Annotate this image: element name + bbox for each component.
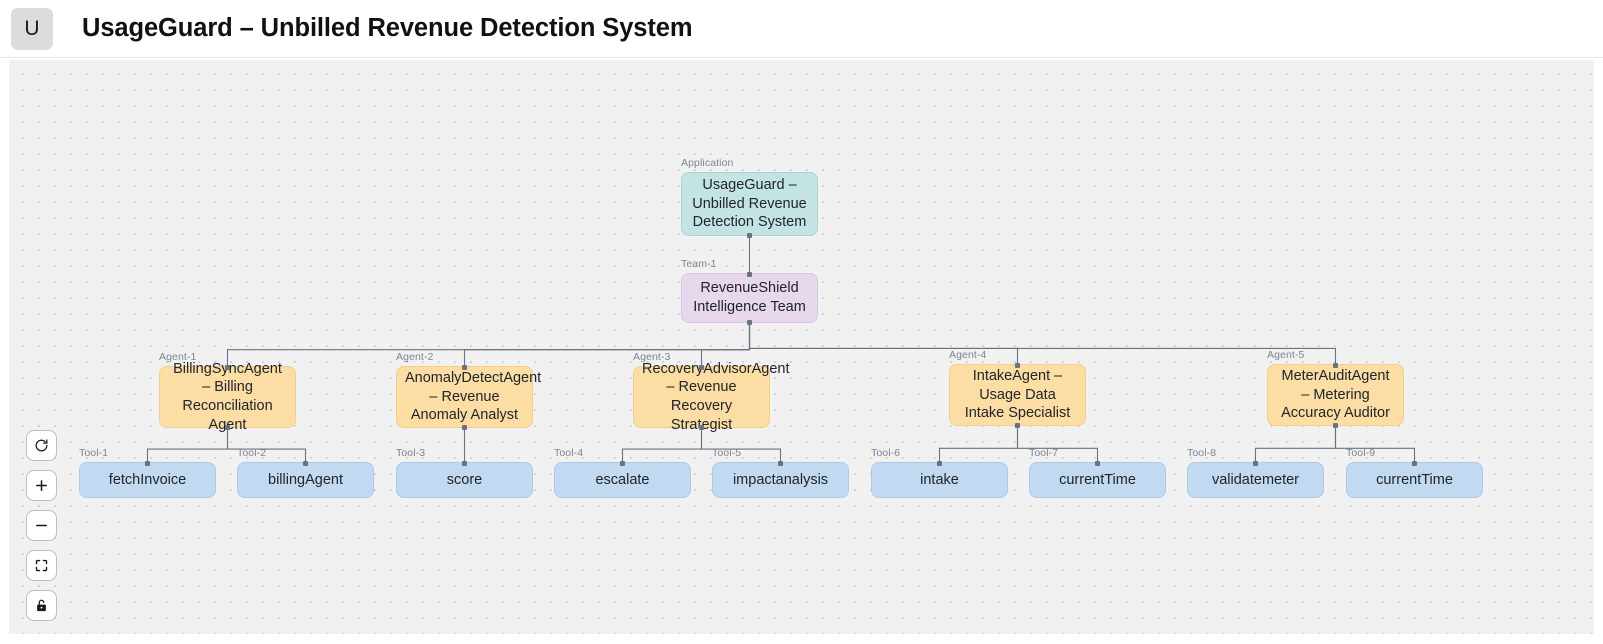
edge-layer [146, 236, 1416, 462]
graph-edge-agent4-tool6 [938, 426, 1019, 462]
graph-node-agent2[interactable]: AnomalyDetectAgent – Revenue Anomaly Ana… [396, 364, 542, 430]
node-handle-bottom[interactable] [225, 424, 230, 430]
zoom-in-button[interactable] [26, 470, 57, 501]
graph-node-label: billingAgent [268, 471, 343, 488]
graph-node-label: MeterAuditAgent – Metering Accuracy Audi… [1281, 368, 1390, 422]
node-caption-app: Application [681, 157, 734, 169]
node-caption-tool8: Tool-8 [1187, 447, 1217, 459]
graph-node-tool7[interactable]: currentTime [1029, 460, 1166, 498]
graph-node-tool4[interactable]: escalate [554, 460, 691, 498]
node-caption-agent2: Agent-2 [396, 351, 434, 363]
node-handle-top[interactable] [462, 460, 467, 466]
graph-node-tool1[interactable]: fetchInvoice [79, 460, 216, 498]
fit-view-button[interactable] [26, 550, 57, 581]
node-handle-top[interactable] [1095, 460, 1100, 466]
graph-node-label: IntakeAgent – Usage Data Intake Speciali… [964, 368, 1071, 422]
minus-icon [34, 518, 49, 533]
graph-node-tool2[interactable]: billingAgent [237, 460, 374, 498]
graph-node-agent3[interactable]: RecoveryAdvisorAgent – Revenue Recovery … [633, 361, 790, 433]
node-handle-bottom[interactable] [699, 424, 704, 430]
graph-node-app[interactable]: UsageGuard – Unbilled Revenue Detection … [681, 172, 818, 238]
node-handle-top[interactable] [620, 460, 625, 466]
graph-node-label: AnomalyDetectAgent – Revenue Anomaly Ana… [405, 370, 542, 424]
node-handle-top[interactable] [937, 460, 942, 466]
reset-view-button[interactable] [26, 430, 57, 461]
node-handle-bottom[interactable] [1015, 422, 1020, 428]
graph-node-tool6[interactable]: intake [871, 460, 1008, 498]
node-handle-top[interactable] [1412, 460, 1417, 466]
node-caption-tool1: Tool-1 [79, 447, 109, 459]
node-caption-tool7: Tool-7 [1029, 447, 1059, 459]
app-logo: U [11, 7, 53, 50]
node-caption-tool9: Tool-9 [1346, 447, 1376, 459]
graph-node-label: RevenueShield Intelligence Team [693, 280, 806, 315]
node-handle-top[interactable] [747, 271, 752, 277]
node-handle-bottom[interactable] [747, 232, 752, 238]
node-caption-tool3: Tool-3 [396, 447, 426, 459]
graph-node-team1[interactable]: RevenueShield Intelligence Team [681, 271, 818, 325]
page-title: UsageGuard – Unbilled Revenue Detection … [82, 14, 693, 42]
node-handle-top[interactable] [145, 460, 150, 466]
graph-node-agent5[interactable]: MeterAuditAgent – Metering Accuracy Audi… [1267, 362, 1404, 428]
node-caption-agent3: Agent-3 [633, 351, 671, 363]
node-handle-top[interactable] [699, 364, 704, 370]
refresh-icon [34, 438, 49, 453]
node-handle-top[interactable] [225, 364, 230, 370]
node-handle-bottom[interactable] [747, 319, 752, 325]
node-handle-bottom[interactable] [1333, 422, 1338, 428]
graph-node-label: impactanalysis [732, 471, 829, 488]
node-caption-agent4: Agent-4 [949, 349, 987, 361]
graph-node-tool3[interactable]: score [396, 460, 533, 498]
node-caption-agent1: Agent-1 [159, 351, 197, 363]
graph-node-label: score [446, 471, 483, 488]
node-caption-tool4: Tool-4 [554, 447, 584, 459]
node-handle-top[interactable] [303, 460, 308, 466]
app-logo-letter: U [24, 16, 40, 40]
node-handle-top[interactable] [1253, 460, 1258, 466]
graph-node-tool5[interactable]: impactanalysis [712, 460, 849, 498]
lock-toggle-button[interactable] [26, 590, 57, 621]
graph-node-tool9[interactable]: currentTime [1346, 460, 1483, 498]
canvas-controls [26, 430, 57, 621]
graph-node-label: currentTime [1059, 471, 1136, 488]
node-caption-tool6: Tool-6 [871, 447, 901, 459]
node-handle-top[interactable] [778, 460, 783, 466]
node-handle-top[interactable] [1015, 362, 1020, 368]
fit-screen-icon [34, 558, 49, 573]
graph-node-label: BillingSyncAgent – Billing Reconciliatio… [173, 361, 282, 433]
node-handle-bottom[interactable] [462, 424, 467, 430]
node-caption-tool2: Tool-2 [237, 447, 267, 459]
app-header: U UsageGuard – Unbilled Revenue Detectio… [0, 0, 1603, 58]
graph-node-label: currentTime [1376, 471, 1453, 488]
graph-node-label: intake [920, 471, 959, 488]
node-handle-top[interactable] [462, 364, 467, 370]
graph-edge-team1-agent5 [748, 323, 1337, 364]
graph-node-tool8[interactable]: validatemeter [1187, 460, 1324, 498]
graph-node-label: RecoveryAdvisorAgent – Revenue Recovery … [642, 360, 790, 433]
node-caption-tool5: Tool-5 [712, 447, 742, 459]
graph-node-agent1[interactable]: BillingSyncAgent – Billing Reconciliatio… [159, 361, 296, 433]
plus-icon [34, 478, 49, 493]
unlock-icon [34, 598, 49, 613]
graph-node-agent4[interactable]: IntakeAgent – Usage Data Intake Speciali… [949, 362, 1086, 428]
graph-node-label: UsageGuard – Unbilled Revenue Detection … [692, 177, 807, 231]
zoom-out-button[interactable] [26, 510, 57, 541]
graph-node-label: fetchInvoice [108, 471, 187, 488]
node-caption-team1: Team-1 [681, 258, 717, 270]
graph-edge-agent5-tool8 [1254, 426, 1337, 462]
node-handle-top[interactable] [1333, 362, 1338, 368]
graph-node-label: validatemeter [1211, 471, 1300, 488]
node-caption-agent5: Agent-5 [1267, 349, 1305, 361]
graph-node-label: escalate [595, 471, 650, 488]
